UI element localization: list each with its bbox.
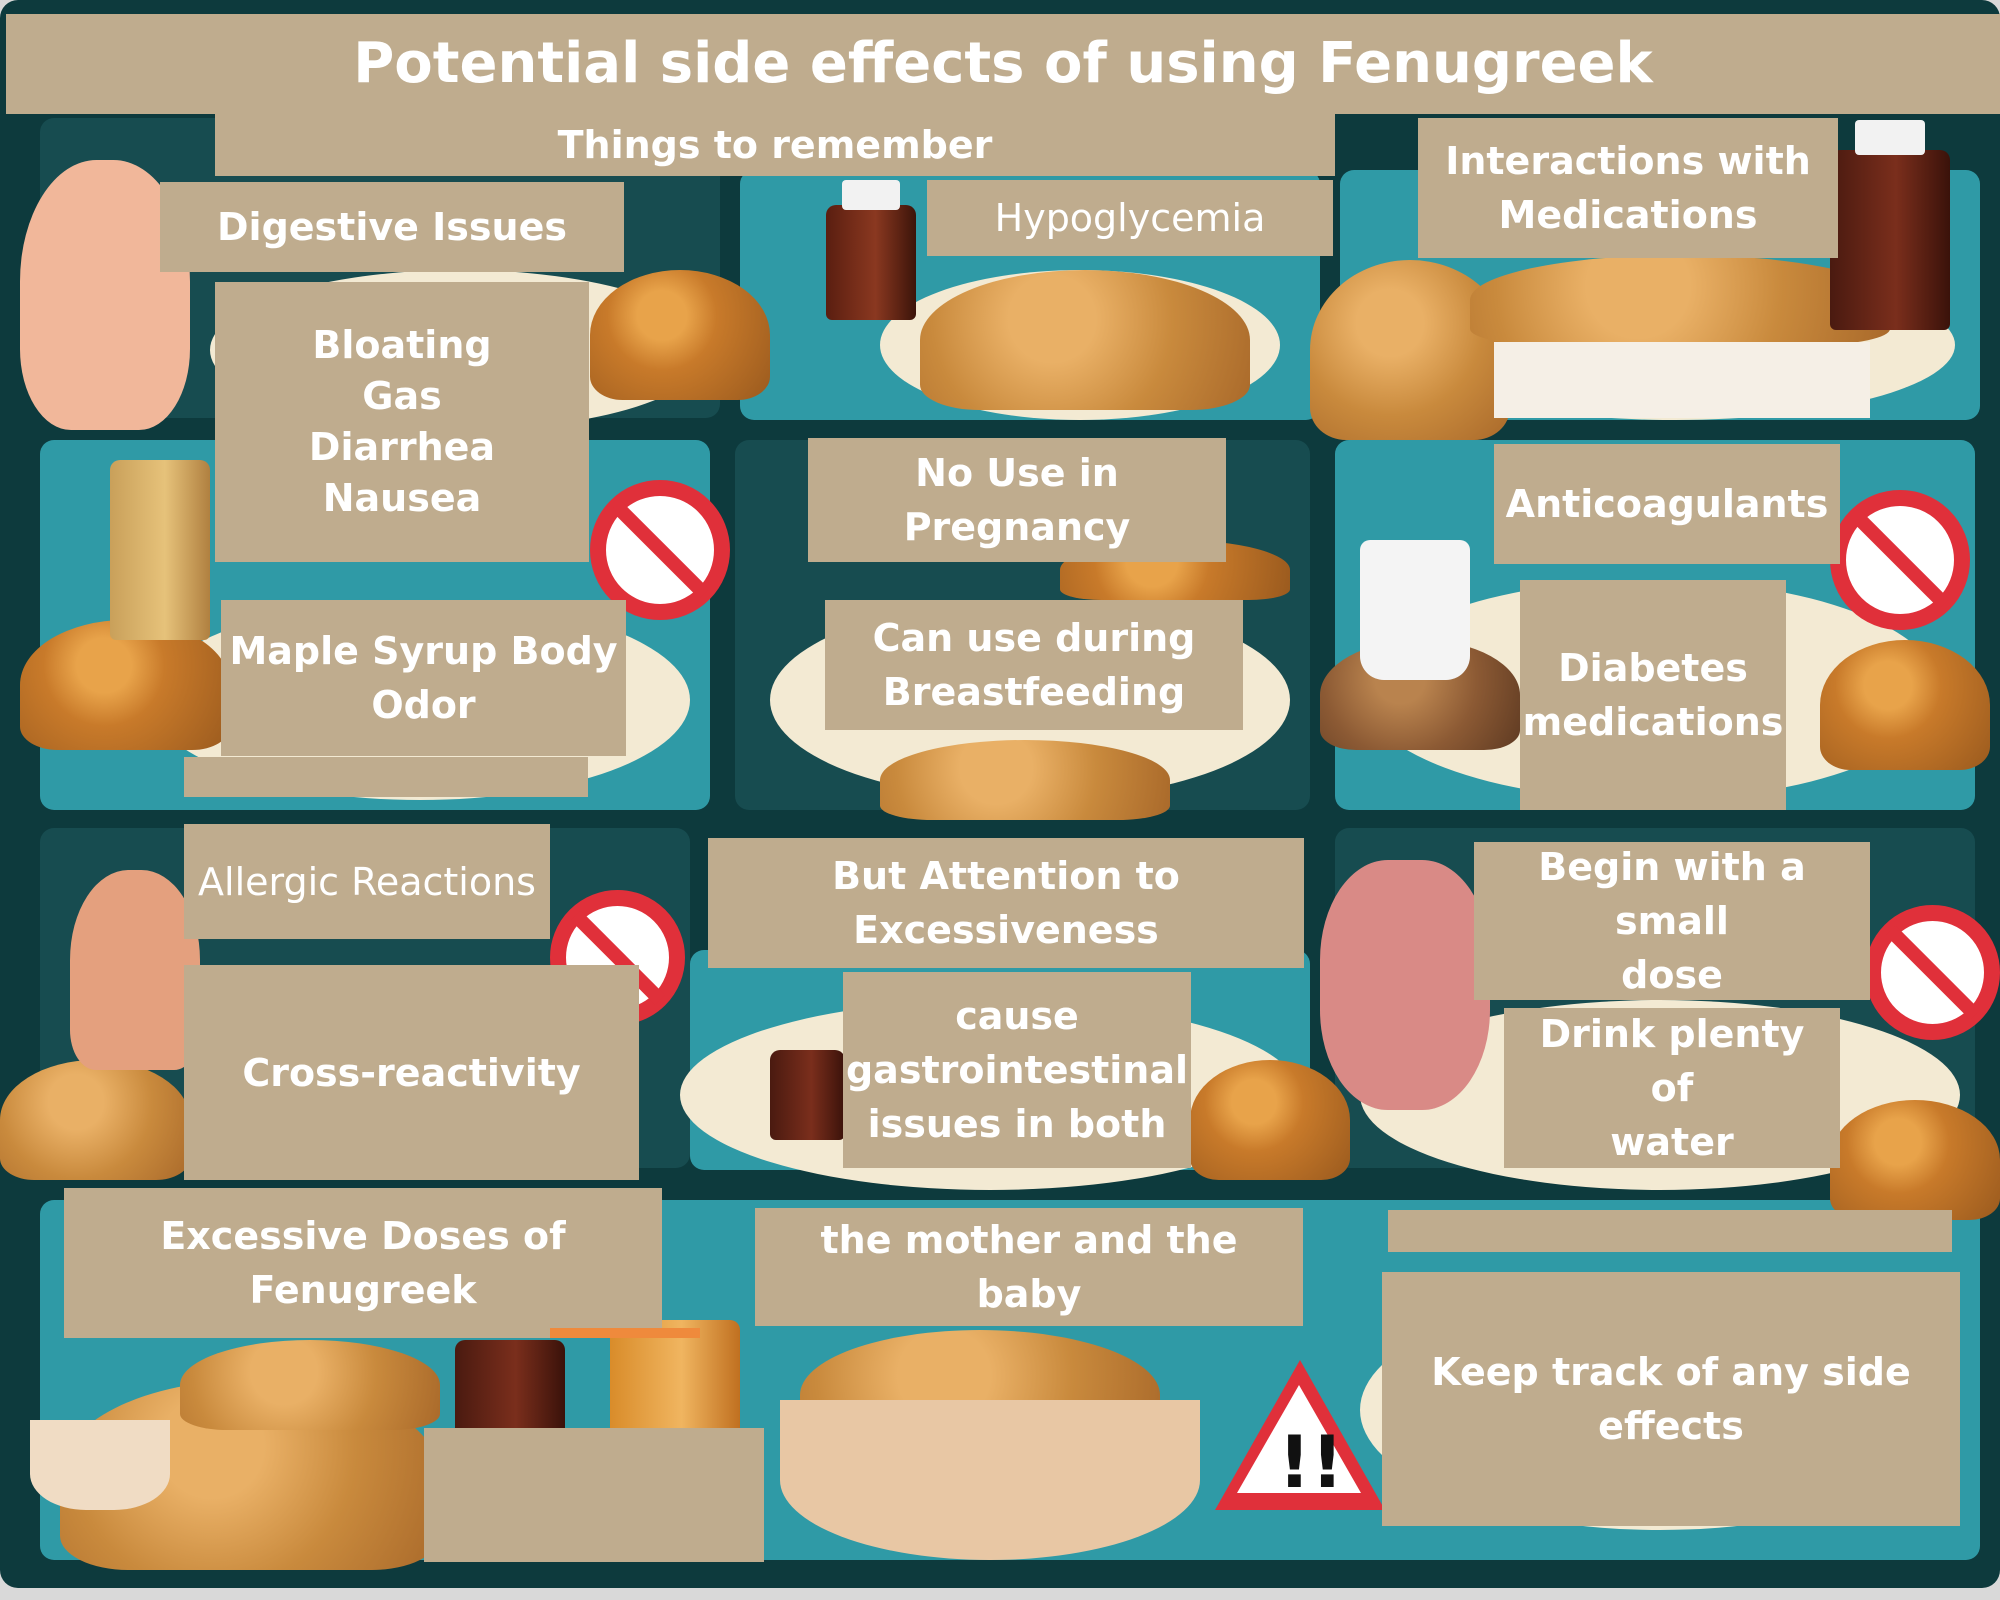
excessive-doses: Excessive Doses of Fenugreek xyxy=(64,1188,662,1338)
bowl xyxy=(30,1420,170,1510)
bottle xyxy=(826,205,916,320)
oil-bottle xyxy=(110,460,210,640)
warning-icon-mark: !! xyxy=(1278,1420,1344,1504)
fenugreek-seed-pile xyxy=(20,620,230,750)
bottle-cap xyxy=(842,180,900,210)
prohibited-icon xyxy=(590,480,730,620)
fenugreek-seed-pile xyxy=(0,1060,190,1180)
prohibited-icon xyxy=(1830,490,1970,630)
bowl xyxy=(780,1400,1200,1560)
no-use-in-pregnancy: No Use in Pregnancy xyxy=(808,438,1226,562)
maple-syrup-odor: Maple Syrup Body Odor xyxy=(221,600,626,756)
hypoglycemia-heading: Hypoglycemia xyxy=(927,180,1333,256)
gastrointestinal-issues: cause gastrointestinal issues in both xyxy=(843,972,1191,1168)
anticoagulants: Anticoagulants xyxy=(1494,444,1840,564)
fenugreek-seed-pile xyxy=(1470,255,1890,345)
digestive-issues-heading: Digestive Issues xyxy=(160,182,624,272)
blank-label xyxy=(1388,1210,1952,1252)
bottle xyxy=(1830,150,1950,330)
attention-to-excessiveness: But Attention to Excessiveness xyxy=(708,838,1304,968)
diabetes-medications: Diabetes medications xyxy=(1520,580,1786,810)
blank-label xyxy=(184,757,588,797)
begin-with-small-dose: Begin with a small dose xyxy=(1474,842,1870,1000)
digestive-symptoms-list: Bloating Gas Diarrhea Nausea xyxy=(215,282,589,562)
drink-plenty-of-water: Drink plenty of water xyxy=(1504,1008,1840,1168)
blank-label xyxy=(424,1428,764,1562)
fenugreek-seed-pile xyxy=(920,270,1250,410)
interactions-with-medications: Interactions with Medications xyxy=(1418,118,1838,258)
fenugreek-seed-pile xyxy=(1830,1100,2000,1220)
man-sneezing-illustration xyxy=(70,870,200,1070)
blank-label xyxy=(1494,342,1870,418)
allergic-reactions-heading: Allergic Reactions xyxy=(184,824,550,939)
warning-icon-inner xyxy=(1237,1385,1361,1493)
page-title: Potential side effects of using Fenugree… xyxy=(6,14,2000,114)
prohibited-icon xyxy=(1865,905,2000,1040)
fenugreek-seed-pile xyxy=(180,1340,440,1430)
digestive-organs-illustration xyxy=(1320,860,1490,1110)
keep-track-of-side-effects: Keep track of any side effects xyxy=(1382,1272,1960,1526)
fenugreek-seed-pile xyxy=(880,740,1170,820)
cross-reactivity: Cross-reactivity xyxy=(184,965,639,1180)
mug xyxy=(1360,540,1470,680)
can-use-during-breastfeeding: Can use during Breastfeeding xyxy=(825,600,1243,730)
mother-and-baby: the mother and the baby xyxy=(755,1208,1303,1326)
bottle xyxy=(770,1050,845,1140)
accent-bar xyxy=(550,1328,700,1338)
bottle-cap xyxy=(1855,120,1925,155)
fenugreek-seed-pile xyxy=(1820,640,1990,770)
subtitle: Things to remember xyxy=(215,114,1335,176)
fenugreek-seed-pile xyxy=(590,270,770,400)
fenugreek-seed-pile xyxy=(1190,1060,1350,1180)
